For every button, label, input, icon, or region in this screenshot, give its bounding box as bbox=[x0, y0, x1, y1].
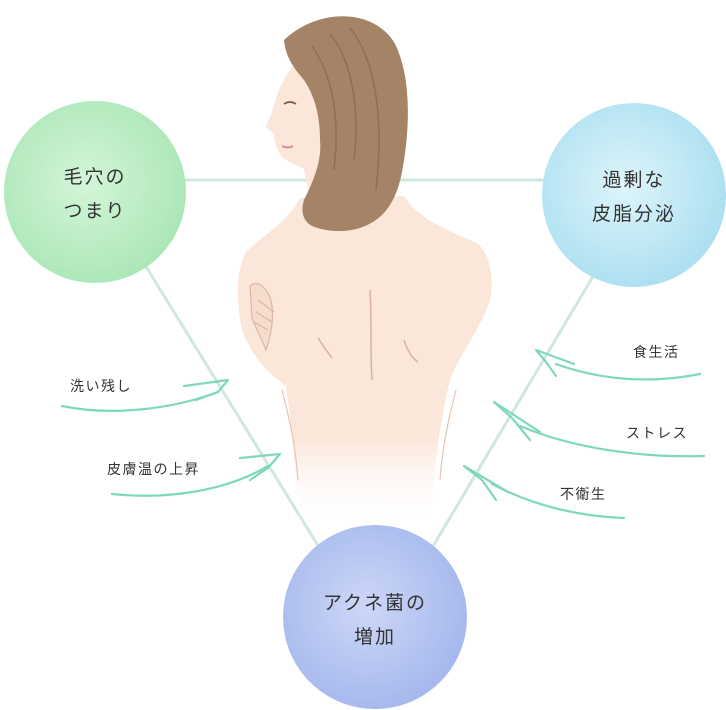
node-label-acne: アクネ菌の 増加 bbox=[305, 586, 445, 654]
node-label-sebum-line2: 皮脂分泌 bbox=[591, 203, 676, 225]
factor-label-stress: ストレス bbox=[626, 426, 688, 442]
circle-acne bbox=[283, 525, 467, 709]
eye bbox=[283, 101, 297, 105]
arrow-hifuon bbox=[110, 452, 282, 497]
node-label-pores: 毛穴の つまり bbox=[40, 160, 150, 228]
factor-arrows-left bbox=[60, 378, 282, 497]
factor-arrows-right bbox=[462, 348, 706, 520]
arrow-shokuseikatsu bbox=[534, 348, 702, 381]
body-silhouette bbox=[237, 196, 492, 530]
connector-right bbox=[430, 267, 600, 549]
fingers bbox=[253, 299, 275, 331]
factor-label-arainokoshi: 洗い残し bbox=[70, 379, 132, 395]
factor-label-hifuon: 皮膚温の上昇 bbox=[107, 462, 200, 478]
arrow-stress bbox=[492, 400, 706, 458]
woman-back-illustration bbox=[237, 16, 492, 530]
node-label-acne-line1: アクネ菌の bbox=[322, 592, 428, 614]
node-label-acne-line2: 増加 bbox=[353, 626, 396, 648]
node-label-pores-line2: つまり bbox=[63, 200, 127, 222]
circle-sebum bbox=[542, 103, 726, 287]
node-label-pores-line1: 毛穴の bbox=[63, 166, 127, 188]
spine-line bbox=[369, 289, 373, 381]
side-contour-left bbox=[281, 389, 299, 481]
lips bbox=[281, 145, 294, 149]
node-label-sebum: 過剰な 皮脂分泌 bbox=[574, 163, 694, 231]
node-label-sebum-line1: 過剰な bbox=[602, 169, 666, 191]
shoulder-blade-right bbox=[403, 339, 419, 363]
shoulder-blade-left bbox=[317, 337, 333, 359]
factor-label-fueisei: 不衛生 bbox=[560, 487, 607, 503]
arrow-arainokoshi bbox=[60, 378, 230, 412]
hand bbox=[249, 282, 274, 352]
factor-label-shokuseikatsu: 食生活 bbox=[633, 345, 680, 361]
hair-strands bbox=[311, 27, 380, 191]
connector-left bbox=[143, 264, 324, 553]
circle-pores bbox=[4, 101, 186, 283]
side-contour-right bbox=[439, 389, 457, 481]
arrow-fueisei bbox=[462, 464, 626, 520]
